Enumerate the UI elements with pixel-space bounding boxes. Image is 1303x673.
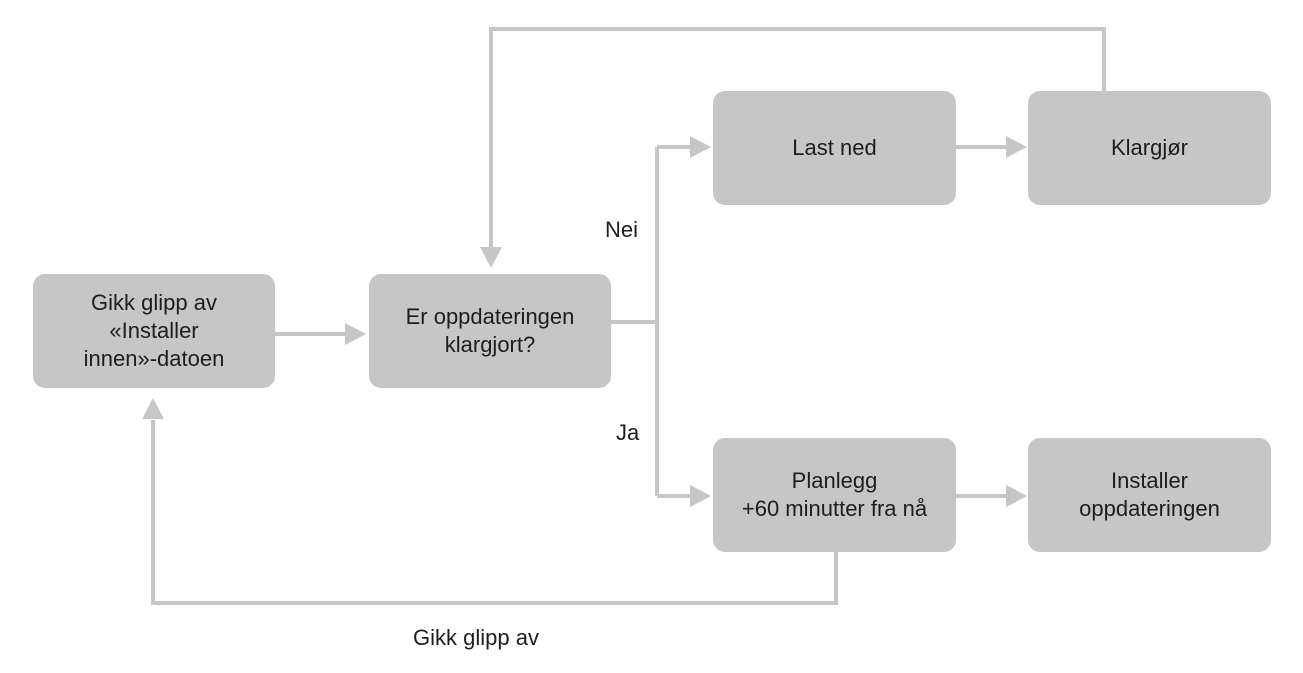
edge-label-no: Nei xyxy=(605,217,639,242)
arrowhead-loop-to-start xyxy=(142,398,164,419)
arrowhead-to-install xyxy=(1006,485,1027,507)
arrowhead-to-schedule xyxy=(690,485,711,507)
arrowhead-to-check xyxy=(345,323,366,345)
node-is-prepared-line-1: Er oppdateringen xyxy=(405,304,575,329)
connector-missed-loop xyxy=(151,420,838,605)
node-is-prepared: Er oppdateringen klargjort? xyxy=(369,274,611,388)
edge-label-missed: Gikk glipp av xyxy=(413,625,539,650)
node-install-line-1: Installer xyxy=(1110,468,1189,493)
node-install-line-2: oppdateringen xyxy=(1079,496,1220,521)
node-missed-deadline: Gikk glipp av «Installer innen»-datoen xyxy=(33,274,275,388)
node-schedule-line-1: Planlegg xyxy=(791,468,878,493)
node-prepare-line-1: Klargjør xyxy=(1110,135,1188,160)
connector-prepare-loop xyxy=(489,27,1106,248)
node-is-prepared-line-2: klargjort? xyxy=(444,332,536,357)
node-missed-deadline-line-2: «Installer xyxy=(109,318,199,343)
node-download-line-1: Last ned xyxy=(792,135,877,160)
node-schedule-line-2: +60 minutter fra nå xyxy=(741,496,928,521)
node-download: Last ned xyxy=(713,91,956,205)
arrowhead-loop-to-check xyxy=(480,247,502,268)
node-missed-deadline-line-1: Gikk glipp av xyxy=(91,290,217,315)
arrowhead-to-download xyxy=(690,136,711,158)
node-missed-deadline-line-3: innen»-datoen xyxy=(83,346,225,371)
node-schedule: Planlegg +60 minutter fra nå xyxy=(713,438,956,552)
node-prepare: Klargjør xyxy=(1028,91,1271,205)
arrowhead-to-prepare xyxy=(1006,136,1027,158)
edge-label-yes: Ja xyxy=(616,420,640,445)
node-install: Installer oppdateringen xyxy=(1028,438,1271,552)
